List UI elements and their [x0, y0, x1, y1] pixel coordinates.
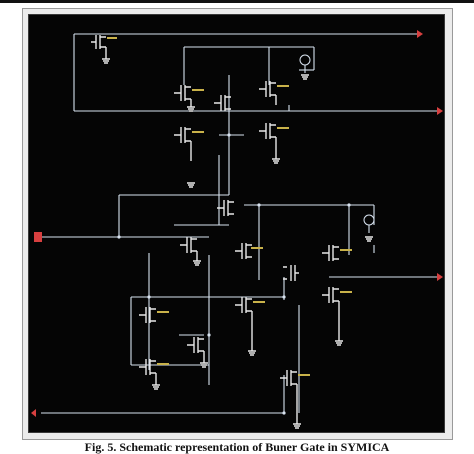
junction-dots — [117, 133, 351, 415]
ground-symbols — [102, 58, 373, 429]
transistors — [91, 35, 340, 424]
io-pins — [31, 30, 443, 417]
voltage-sources — [299, 54, 375, 233]
top-rule — [0, 0, 474, 3]
wires — [41, 33, 441, 414]
schematic-drawing — [31, 30, 443, 429]
device-annotations — [107, 37, 352, 376]
schematic-canvas — [28, 14, 445, 433]
figure-caption: Fig. 5. Schematic representation of Bune… — [84, 440, 390, 454]
